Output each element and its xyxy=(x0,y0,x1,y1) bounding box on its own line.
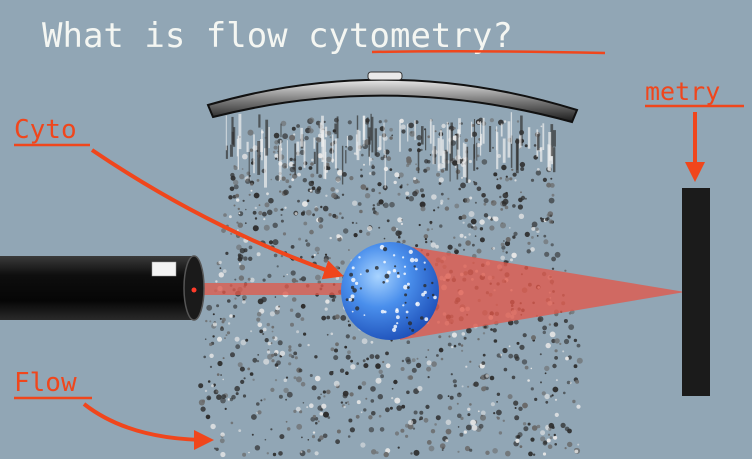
cell-sphere-icon xyxy=(341,242,439,340)
title-underline xyxy=(371,49,606,55)
label-cyto: Cyto xyxy=(14,115,77,145)
title-lead: What is flow xyxy=(42,16,308,56)
shower-head-icon xyxy=(206,71,579,124)
title-trail: ? xyxy=(492,16,512,56)
page-title: What is flow cytometry? xyxy=(42,16,513,56)
laser-cylinder-icon xyxy=(0,255,205,321)
scatter-light-cone xyxy=(400,245,685,340)
cyto-arrow xyxy=(90,148,344,280)
detector-bar-icon xyxy=(682,188,710,396)
label-flow: Flow xyxy=(14,368,77,398)
title-emphasis: cytometry xyxy=(308,16,492,56)
label-metry: metry xyxy=(645,77,720,106)
laser-beam xyxy=(195,283,360,295)
flow-arrow xyxy=(82,402,214,450)
